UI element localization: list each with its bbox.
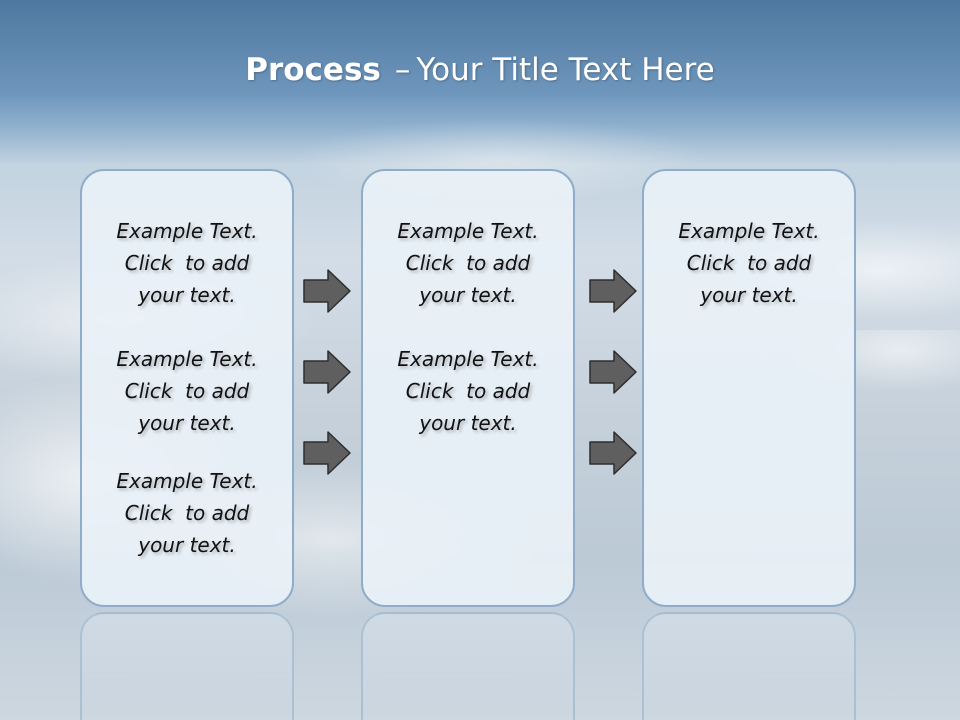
text-line: your text.	[138, 411, 236, 435]
text-block-2-1[interactable]: Example Text. Click to add your text.	[363, 215, 573, 311]
box-reflection	[642, 612, 856, 720]
right-arrow-icon[interactable]	[588, 430, 638, 476]
text-line: Example Text.	[116, 219, 258, 243]
text-line: your text.	[700, 283, 798, 307]
text-block-1-2[interactable]: Example Text. Click to add your text.	[82, 343, 292, 439]
text-line: Click to add	[124, 501, 250, 525]
text-line: Click to add	[686, 251, 812, 275]
process-box-1[interactable]: Example Text. Click to add your text. Ex…	[80, 169, 294, 607]
text-line: Example Text.	[397, 219, 539, 243]
box-reflection	[80, 612, 294, 720]
right-arrow-icon[interactable]	[302, 430, 352, 476]
text-block-1-3[interactable]: Example Text. Click to add your text.	[82, 465, 292, 561]
text-block-3-1[interactable]: Example Text. Click to add your text.	[644, 215, 854, 311]
title-bold: Process	[245, 52, 381, 88]
text-line: your text.	[419, 283, 517, 307]
text-line: your text.	[419, 411, 517, 435]
right-arrow-icon[interactable]	[588, 268, 638, 314]
right-arrow-icon[interactable]	[302, 268, 352, 314]
text-line: Click to add	[124, 379, 250, 403]
text-line: your text.	[138, 533, 236, 557]
title-rest: Your Title Text Here	[416, 52, 715, 88]
text-line: Example Text.	[397, 347, 539, 371]
text-line: Click to add	[405, 379, 531, 403]
slide-title[interactable]: Process–Your Title Text Here	[0, 52, 960, 88]
title-separator: –	[394, 52, 411, 88]
text-line: Example Text.	[116, 469, 258, 493]
text-block-1-1[interactable]: Example Text. Click to add your text.	[82, 215, 292, 311]
process-box-2[interactable]: Example Text. Click to add your text. Ex…	[361, 169, 575, 607]
text-line: Click to add	[405, 251, 531, 275]
right-arrow-icon[interactable]	[588, 349, 638, 395]
right-arrow-icon[interactable]	[302, 349, 352, 395]
box-reflection	[361, 612, 575, 720]
text-line: Click to add	[124, 251, 250, 275]
process-box-3[interactable]: Example Text. Click to add your text.	[642, 169, 856, 607]
text-line: Example Text.	[116, 347, 258, 371]
text-line: Example Text.	[678, 219, 820, 243]
text-block-2-2[interactable]: Example Text. Click to add your text.	[363, 343, 573, 439]
text-line: your text.	[138, 283, 236, 307]
